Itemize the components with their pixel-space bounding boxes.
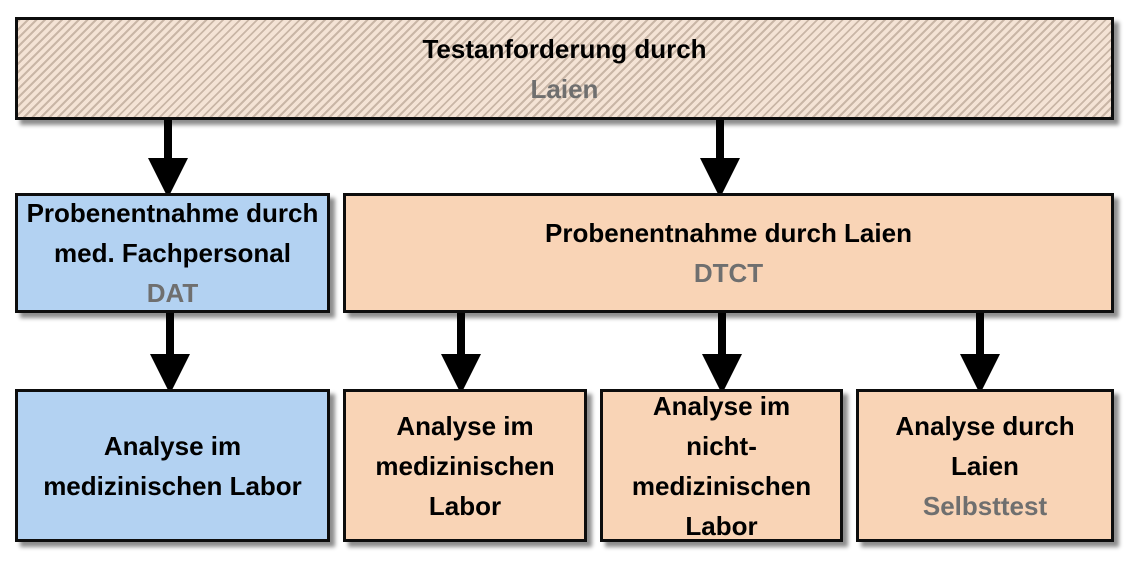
analysis-self-test-box: Analyse durch Laien Selbsttest xyxy=(856,389,1114,542)
analysis-self-test-line1: Analyse durch xyxy=(895,410,1075,441)
test-request-box: Testanforderung durch Laien xyxy=(15,17,1114,120)
analysis-nonmedical-lab-line4: Labor xyxy=(685,510,758,541)
analysis-medical-lab-dtct-line3: Labor xyxy=(428,490,502,521)
analysis-nonmedical-lab-line1: Analyse im xyxy=(652,390,791,421)
test-request-subtitle: Laien xyxy=(530,73,599,104)
analysis-self-test-line2: Laien xyxy=(951,450,1019,481)
analysis-nonmedical-lab-line3: medizinischen xyxy=(631,470,812,501)
sample-professional-line1: Probenentnahme durch xyxy=(26,198,319,228)
sample-professional-box: Probenentnahme durch med. Fachpersonal D… xyxy=(15,193,330,313)
analysis-medical-lab-dtct-line2: medizinischen xyxy=(375,450,555,481)
test-request-title: Testanforderung durch xyxy=(422,33,707,64)
analysis-self-test-tag: Selbsttest xyxy=(922,490,1048,521)
sample-layperson-line1: Probenentnahme durch Laien xyxy=(545,218,912,248)
sample-layperson-box: Probenentnahme durch Laien DTCT xyxy=(343,193,1114,313)
sample-professional-line2: med. Fachpersonal xyxy=(54,238,291,268)
analysis-medical-lab-dtct-box: Analyse im medizinischen Labor xyxy=(343,389,587,542)
sample-layperson-tag: DTCT xyxy=(693,258,764,288)
analysis-nonmedical-lab-box: Analyse im nicht- medizinischen Labor xyxy=(600,389,843,542)
sample-professional-tag: DAT xyxy=(146,278,199,308)
analysis-nonmedical-lab-line2: nicht- xyxy=(686,430,757,461)
analysis-medical-lab-dat-line2: medizinischen Labor xyxy=(43,470,302,501)
analysis-medical-lab-dtct-line1: Analyse im xyxy=(396,410,534,441)
analysis-medical-lab-dat-box: Analyse im medizinischen Labor xyxy=(15,389,330,542)
analysis-medical-lab-dat-line1: Analyse im xyxy=(103,430,242,461)
